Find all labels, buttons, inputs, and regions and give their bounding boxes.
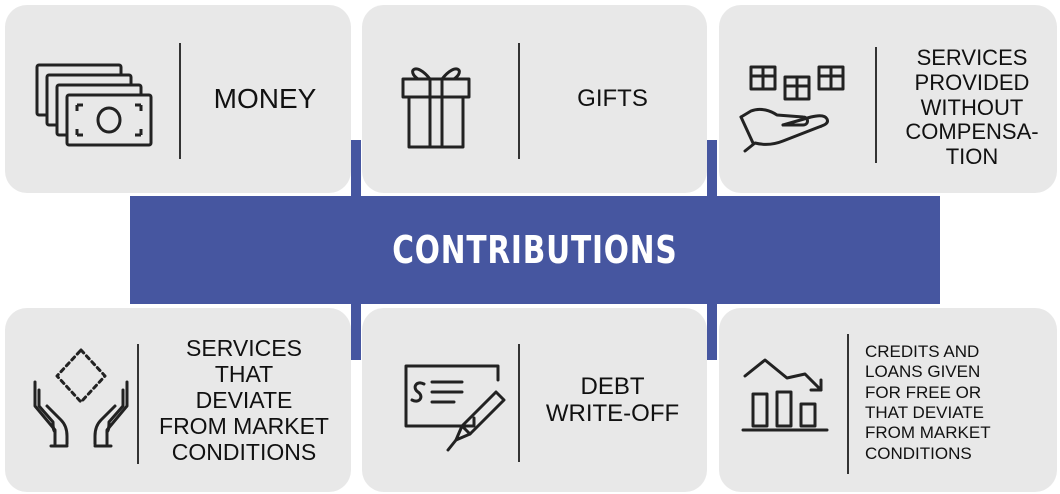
card-label-gifts: GIFTS <box>577 85 648 113</box>
card-money: MONEY <box>5 5 351 193</box>
card-divider <box>137 344 139 464</box>
hands-holding-diamond-icon <box>31 346 131 450</box>
card-label-services-without-compensation: SERVICES PROVIDED WITHOUT COMPENSA- TION <box>905 44 1039 170</box>
card-label-credits-and-loans: CREDITS AND LOANS GIVEN FOR FREE OR THAT… <box>865 341 991 463</box>
card-divider <box>179 43 181 159</box>
connector-top-left <box>351 140 361 200</box>
card-divider <box>518 344 520 462</box>
connector-bottom-right <box>707 300 717 360</box>
card-divider <box>518 43 520 159</box>
contributions-band: CONTRIBUTIONS <box>130 196 940 304</box>
banknotes-icon <box>33 61 157 151</box>
card-label-money: MONEY <box>213 83 317 115</box>
declining-bar-chart-icon <box>741 356 829 434</box>
card-label-debt-write-off: DEBT WRITE-OFF <box>545 372 680 427</box>
card-credits-and-loans: CREDITS AND LOANS GIVEN FOR FREE OR THAT… <box>719 308 1057 492</box>
hand-with-gifts-icon <box>737 63 857 159</box>
card-divider <box>875 47 877 163</box>
gift-icon <box>400 57 472 151</box>
connector-top-right <box>707 140 717 200</box>
contributions-title: CONTRIBUTIONS <box>392 228 678 272</box>
card-services-deviating: SERVICES THAT DEVIATE FROM MARKET CONDIT… <box>5 308 351 492</box>
card-divider <box>847 334 849 474</box>
card-services-without-compensation: SERVICES PROVIDED WITHOUT COMPENSA- TION <box>719 5 1057 193</box>
card-debt-write-off: DEBT WRITE-OFF <box>362 308 707 492</box>
connector-bottom-left <box>351 300 361 360</box>
check-and-pen-icon <box>402 360 506 452</box>
card-gifts: GIFTS <box>362 5 707 193</box>
card-label-services-deviating: SERVICES THAT DEVIATE FROM MARKET CONDIT… <box>159 335 329 465</box>
